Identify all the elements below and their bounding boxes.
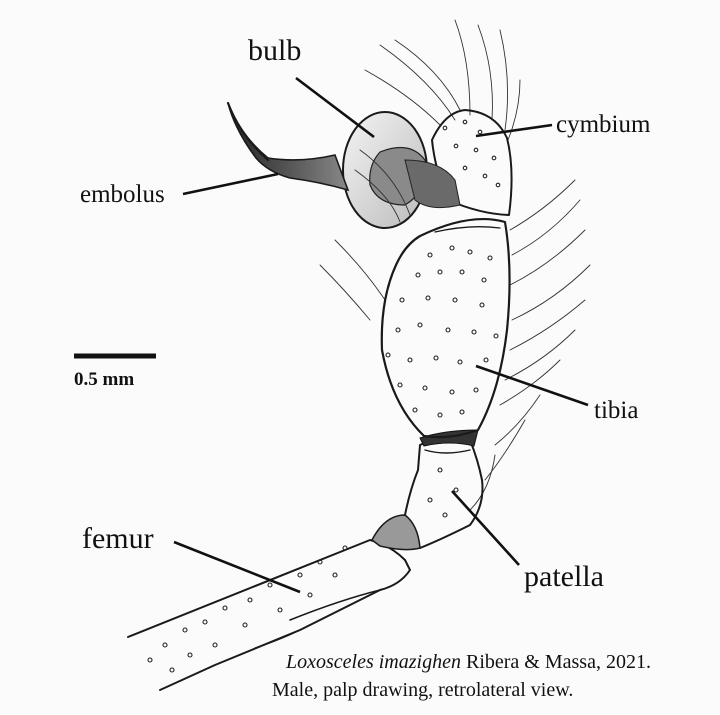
- label-bulb: bulb: [248, 34, 301, 67]
- bulb-structure: [342, 111, 461, 229]
- label-embolus: embolus: [80, 181, 165, 208]
- embolus-structure: [226, 101, 350, 192]
- scale-bar-label: 0.5 mm: [74, 369, 134, 390]
- caption-authority: Ribera & Massa, 2021.: [461, 651, 651, 673]
- patella-leader: [451, 490, 520, 566]
- bulb-leader: [295, 76, 375, 139]
- setal-sockets: [147, 119, 501, 673]
- leader-lines: [173, 76, 589, 594]
- caption-line-1: Loxosceles imazighen Ribera & Massa, 202…: [285, 651, 651, 673]
- patella-segment: [404, 437, 484, 549]
- caption-species: Loxosceles imazighen: [285, 651, 461, 673]
- label-femur: femur: [82, 522, 154, 555]
- femur-patella-joint: [371, 514, 421, 551]
- tibia-segment: [380, 217, 511, 439]
- label-tibia: tibia: [594, 397, 638, 424]
- cymbium-leader: [475, 123, 553, 138]
- label-cymbium: cymbium: [556, 111, 651, 138]
- embolus-leader: [182, 172, 279, 196]
- setae: [319, 19, 591, 511]
- label-patella: patella: [524, 560, 604, 593]
- femur-leader: [173, 540, 301, 594]
- tibia-leader: [475, 364, 589, 407]
- caption-line-2: Male, palp drawing, retrolateral view.: [272, 679, 573, 701]
